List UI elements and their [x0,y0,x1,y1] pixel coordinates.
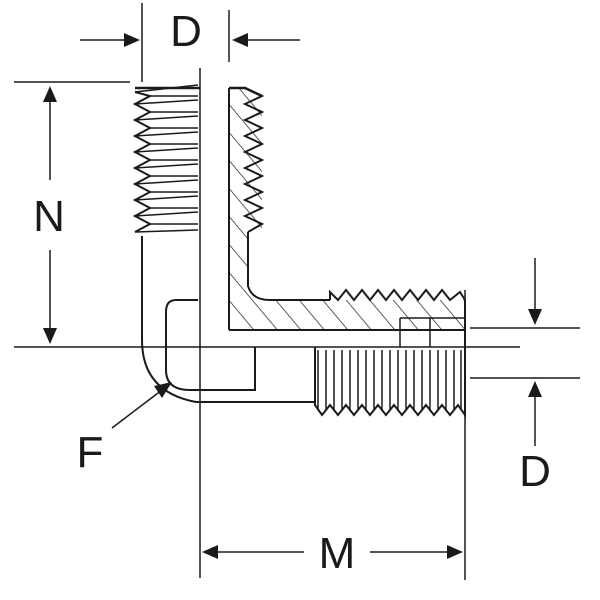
top-thread [132,84,330,403]
extension-lines [14,3,580,580]
thread-lines-left [134,84,199,233]
label-n: N [33,192,65,241]
label-m: M [319,529,356,578]
label-f: F [77,428,104,477]
dimension-m: M [202,529,463,578]
leader-f: F [77,382,172,477]
right-thread [229,288,466,419]
dimension-n: N [33,86,65,344]
thread-lines-right [317,350,462,410]
label-right-d: D [519,447,551,496]
inner-bore [165,299,256,391]
dimension-top-d: D [80,7,300,56]
dimension-right-d: D [519,258,551,496]
label-top-d: D [170,7,202,56]
